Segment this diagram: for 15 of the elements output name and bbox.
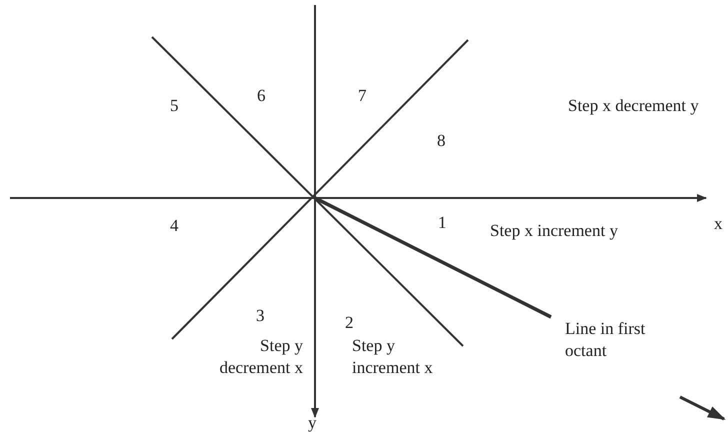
octant-number: 1 — [438, 212, 446, 234]
octant-number: 4 — [170, 215, 178, 237]
axis-label: x — [714, 213, 722, 235]
annotation-text: Step x decrement y — [568, 95, 699, 117]
octant-number: 6 — [257, 85, 266, 107]
annotation-text: Step y increment x — [352, 335, 434, 379]
octant-number: 5 — [170, 95, 178, 117]
octant-number: 2 — [345, 312, 354, 334]
annotation-text: Step x increment y — [490, 220, 618, 242]
axis-label: y — [308, 412, 316, 434]
annotation-text: Line in first octant — [565, 318, 646, 362]
octant-number: 8 — [437, 130, 446, 152]
octant-number: 7 — [358, 85, 366, 107]
octant-number: 3 — [256, 305, 264, 327]
annotation-text: Step y decrement x — [218, 335, 303, 379]
